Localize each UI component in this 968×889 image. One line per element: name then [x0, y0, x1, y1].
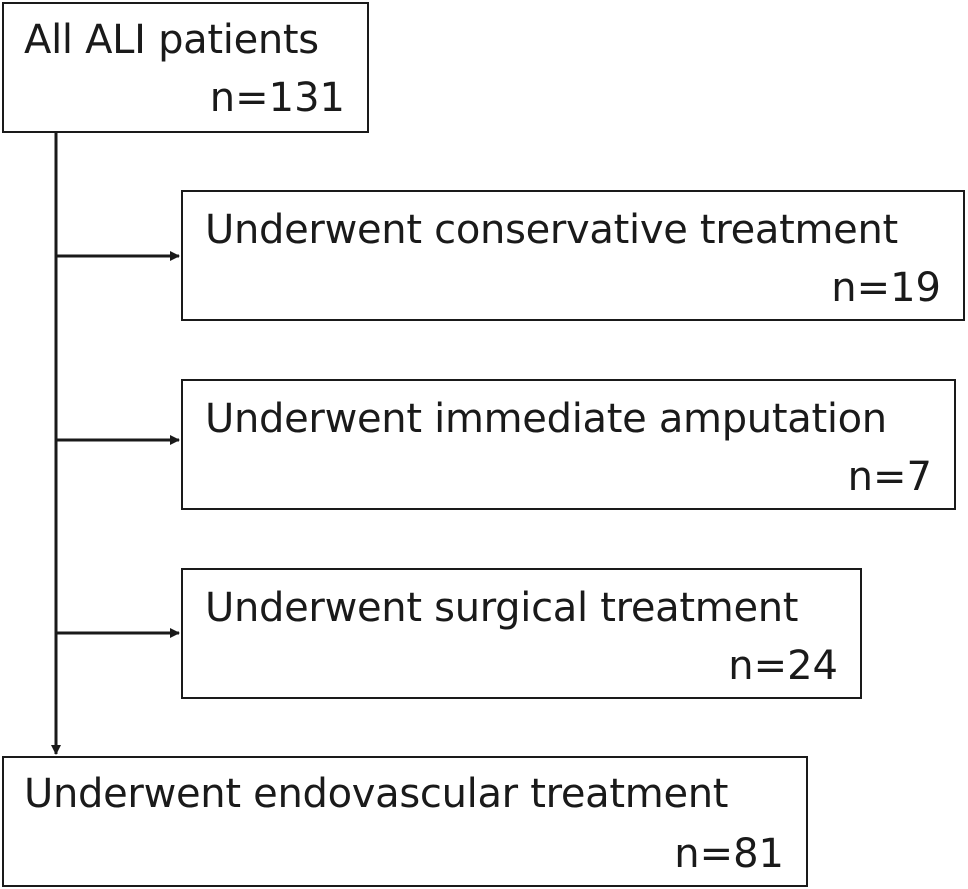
node-conservative-treatment: Underwent conservative treatment n=19 [181, 190, 965, 321]
node-conservative-count: n=19 [831, 265, 941, 311]
node-all-patients-label: All ALI patients [24, 17, 319, 63]
node-immediate-amputation: Underwent immediate amputation n=7 [181, 379, 956, 510]
node-amputation-count: n=7 [847, 454, 932, 500]
node-endovascular-label: Underwent endovascular treatment [24, 771, 729, 817]
node-surgical-count: n=24 [728, 643, 838, 689]
node-amputation-label: Underwent immediate amputation [205, 396, 887, 442]
node-all-patients-count: n=131 [209, 75, 345, 121]
node-all-patients: All ALI patients n=131 [2, 2, 369, 133]
node-surgical-treatment: Underwent surgical treatment n=24 [181, 568, 862, 699]
node-endovascular-count: n=81 [674, 831, 784, 877]
node-conservative-label: Underwent conservative treatment [205, 207, 898, 253]
node-surgical-label: Underwent surgical treatment [205, 585, 799, 631]
node-endovascular-treatment: Underwent endovascular treatment n=81 [2, 756, 808, 887]
